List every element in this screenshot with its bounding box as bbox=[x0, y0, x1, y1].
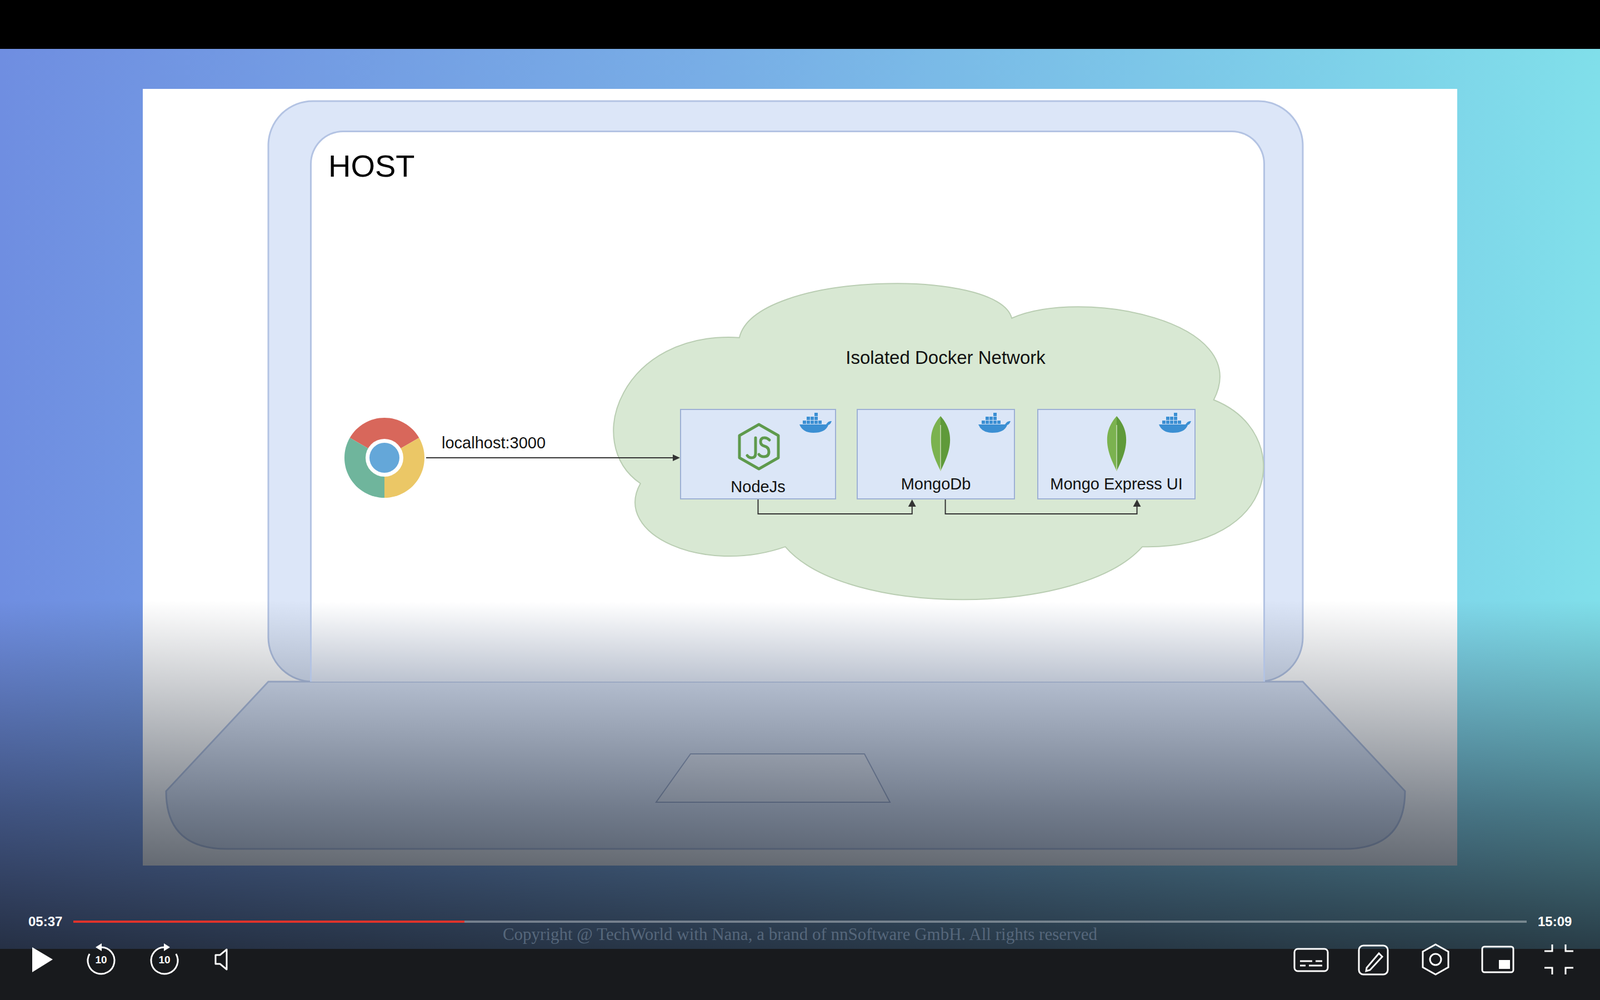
whale-containers bbox=[1162, 412, 1182, 424]
browser-icon-ring bbox=[365, 438, 404, 477]
whale-containers bbox=[981, 412, 1001, 424]
nodejs-letter-j bbox=[747, 437, 756, 458]
whale-body bbox=[1158, 421, 1192, 433]
progress-track bbox=[73, 920, 1527, 923]
forward-head bbox=[163, 943, 170, 952]
network-cloud: Isolated Docker Network NodeJs MongoDb bbox=[601, 279, 1262, 604]
skip-seconds: 10 bbox=[95, 953, 107, 967]
label-holder: 10 bbox=[84, 953, 118, 967]
container-name: NodeJs bbox=[730, 477, 785, 497]
play-icon bbox=[32, 947, 53, 973]
connector-line bbox=[945, 499, 1138, 514]
copyright-watermark: Copyright @ TechWorld with Nana, a brand… bbox=[502, 924, 1098, 945]
container-box: NodeJs bbox=[680, 408, 837, 500]
nodejs-letter-s bbox=[758, 437, 770, 457]
host-screen: localhost:3000 HOST Isolated Docker Netwo… bbox=[310, 130, 1265, 682]
request-arrow bbox=[601, 279, 603, 280]
nodejs-logo bbox=[734, 422, 784, 472]
arrow-head bbox=[1133, 499, 1142, 507]
total-time: 15:09 bbox=[1537, 913, 1572, 930]
leaf-left bbox=[1107, 416, 1117, 472]
container-name: Mongo Express UI bbox=[1050, 475, 1183, 494]
leaf-right bbox=[940, 416, 950, 472]
container-box: Mongo Express UI bbox=[1037, 408, 1196, 500]
leaf-stem bbox=[940, 425, 942, 472]
leaf-stem bbox=[1116, 425, 1118, 472]
control-bar bbox=[0, 948, 1600, 1000]
mongodb-leaf bbox=[927, 415, 954, 473]
request-arrow-line bbox=[426, 457, 674, 459]
label-holder: Copyright @ TechWorld with Nana, a brand… bbox=[0, 924, 1600, 945]
exit-fullscreen-icon bbox=[1544, 944, 1574, 975]
mongodb-leaf bbox=[1103, 415, 1130, 473]
nodejs-hexagon bbox=[739, 424, 779, 469]
rewind-head bbox=[95, 943, 102, 952]
browser-icon-center bbox=[369, 442, 400, 473]
elapsed-time: 05:37 bbox=[28, 913, 63, 930]
browser-icon bbox=[343, 417, 425, 499]
connector bbox=[758, 499, 917, 514]
docker-whale bbox=[977, 412, 1012, 435]
pencil-icon bbox=[1358, 945, 1388, 975]
label-holder: 10 bbox=[147, 953, 182, 967]
whale-body bbox=[799, 421, 832, 433]
laptop-lid bbox=[268, 101, 1303, 682]
docker-whale bbox=[798, 412, 833, 435]
url-label: localhost:3000 bbox=[441, 433, 546, 453]
host-title: HOST bbox=[328, 147, 415, 184]
subtitles-icon bbox=[1294, 948, 1328, 972]
connector-line bbox=[758, 499, 913, 514]
volume-icon bbox=[215, 949, 227, 970]
container-box: MongoDb bbox=[856, 408, 1015, 500]
container-name: MongoDb bbox=[901, 475, 972, 494]
network-title: Isolated Docker Network bbox=[845, 347, 1045, 369]
label-holder: localhost:3000 bbox=[441, 433, 546, 453]
progress-played bbox=[73, 920, 465, 923]
arrow-head bbox=[908, 499, 917, 507]
cloud-outline bbox=[613, 283, 1264, 600]
rewind-icon bbox=[87, 947, 115, 974]
leaf-right bbox=[1116, 416, 1127, 472]
label-holder: 05:37 bbox=[28, 913, 63, 930]
request-arrow-head bbox=[672, 454, 680, 462]
docker-whale bbox=[1157, 412, 1193, 435]
leaf-left bbox=[931, 416, 941, 472]
label-holder: 15:09 bbox=[1537, 913, 1572, 930]
forward-icon bbox=[151, 947, 178, 974]
pip-icon bbox=[1482, 946, 1514, 973]
whale-containers bbox=[802, 412, 822, 424]
whale-body bbox=[978, 421, 1011, 433]
skip-seconds: 10 bbox=[158, 953, 170, 967]
settings-icon bbox=[1422, 944, 1449, 975]
connector bbox=[945, 499, 1142, 514]
